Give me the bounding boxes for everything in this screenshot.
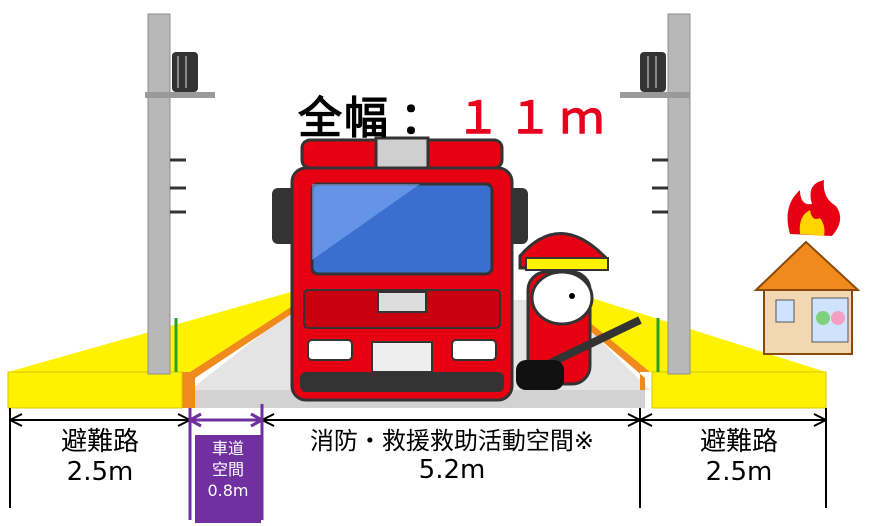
title-separator: ： <box>400 93 446 144</box>
utility-pole-icon <box>620 13 691 375</box>
dimension-line <box>9 408 827 508</box>
utility-pole-icon <box>145 13 215 375</box>
title-prefix: 全幅 <box>298 93 390 144</box>
segment-name: 避難路 <box>60 427 139 457</box>
left-walkway-label: 避難路 2.5m <box>30 427 170 488</box>
segment-name: 避難路 <box>699 427 778 457</box>
fire-truck-icon <box>272 136 528 402</box>
title-value: １１ｍ <box>456 93 612 144</box>
segment-width: 2.5m <box>66 456 134 487</box>
burning-house-icon <box>753 240 861 355</box>
fire-icon <box>787 180 841 236</box>
right-walkway-label: 避難路 2.5m <box>664 427 814 488</box>
car-lane-label: 車道 空間 0.8m <box>195 435 261 523</box>
segment-width: 0.8m <box>207 480 249 500</box>
segment-width: 5.2m <box>418 454 486 485</box>
segment-name-line1: 車道 <box>211 439 244 458</box>
left-curb <box>180 298 305 408</box>
car-lane-dimension <box>188 404 264 520</box>
rescue-space-label: 消防・救援救助活動空間※ 5.2m <box>268 427 636 485</box>
segment-width: 2.5m <box>705 456 773 487</box>
right-walkway-front <box>651 371 827 409</box>
total-width-title: 全幅：１１ｍ <box>298 82 612 146</box>
firefighter-icon <box>516 232 642 390</box>
right-walkway-slope <box>560 288 826 372</box>
segment-name-line2: 空間 <box>211 459 244 479</box>
segment-name: 消防・救援救助活動空間※ <box>309 427 595 455</box>
left-walkway-front <box>7 371 183 409</box>
